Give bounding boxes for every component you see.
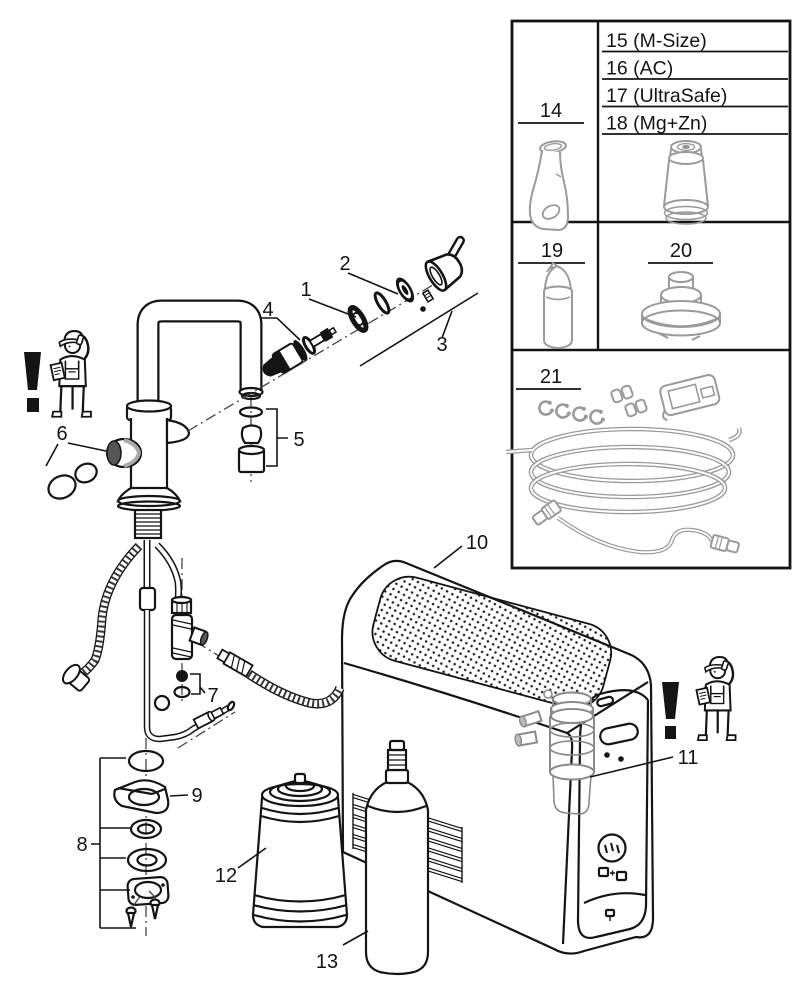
- variant-18: 18 (Mg+Zn): [606, 113, 707, 135]
- handle-part3: [420, 235, 465, 312]
- panel-cell-carafe: 14: [518, 100, 584, 232]
- mounting-stack: [113, 749, 170, 928]
- co2-bottle-art: [543, 261, 573, 350]
- filter-head-art: [641, 271, 721, 341]
- o-ring-part2: [373, 291, 391, 315]
- callout-9: 9: [191, 785, 202, 807]
- under-sink-assembly: [61, 540, 236, 936]
- callout-10: 10: [466, 532, 488, 554]
- callout-13: 13: [316, 951, 338, 973]
- variant-15: 15 (M-Size): [606, 30, 707, 52]
- panel-cell-install-kit: 21: [505, 366, 742, 555]
- kit-cable: [531, 499, 740, 555]
- kit-clips: [538, 400, 605, 425]
- warning-call-installer-left: [24, 329, 93, 418]
- panel-cell-filter-variants: 15 (M-Size) 16 (AC) 17 (UltraSafe) 18 (M…: [602, 30, 788, 225]
- filter-head-on-cooler: [514, 689, 595, 815]
- mounting-plate: [126, 876, 170, 906]
- check-valve-ball: [176, 670, 188, 682]
- stabilizer-wedge-part9: [113, 779, 170, 815]
- panel-cell-filter-head: 20: [641, 240, 721, 341]
- plumber-icon: [695, 655, 737, 742]
- panel-label-21: 21: [540, 366, 562, 388]
- status-light: [596, 695, 615, 708]
- mixer-knob: [105, 437, 143, 469]
- panel-cell-co2: 19: [518, 240, 585, 350]
- plumber-icon: [49, 329, 93, 418]
- filter-cartridge-large: [251, 772, 349, 929]
- kit-bracket: [659, 373, 721, 422]
- callout-1: 1: [300, 279, 311, 301]
- parts-panel: 14 15 (M-Size) 16 (AC) 17 (UltraSafe) 18…: [505, 19, 792, 570]
- callout-8: 8: [76, 834, 87, 856]
- callout-11: 11: [678, 747, 699, 769]
- callout-4: 4: [262, 299, 273, 321]
- cooler-control-panel: [576, 689, 650, 939]
- warning-call-installer-right: [662, 655, 737, 742]
- panel-label-14: 14: [540, 100, 562, 122]
- callout-leaders: [45, 272, 674, 946]
- cooler-supply-hose: [195, 641, 345, 709]
- variant-17: 17 (UltraSafe): [606, 85, 727, 107]
- dispense-button: [599, 722, 639, 746]
- handle-assembly: [187, 235, 465, 432]
- panel-label-20: 20: [670, 240, 692, 262]
- callout-12: 12: [215, 865, 237, 887]
- callout-3: 3: [436, 334, 447, 356]
- kit-hose-coil: [505, 426, 742, 515]
- carafe-art: [528, 140, 570, 232]
- threaded-ring-part2: [395, 277, 415, 303]
- filter-cartridge-art: [663, 140, 709, 225]
- callout-labels: 1 2 3 4 5 6 7 8 9 10 11 12 13: [56, 253, 698, 973]
- co2-bottle-large: [364, 739, 430, 976]
- side-outlet: [165, 418, 191, 445]
- callout-7: 7: [207, 685, 218, 707]
- faucet: [105, 299, 264, 540]
- part5-aerator: [237, 406, 266, 474]
- reset-button: [597, 833, 627, 863]
- callout-2: 2: [339, 253, 350, 275]
- cartridge-part4: [262, 326, 338, 377]
- part6-o-rings: [47, 462, 98, 500]
- cooler-top-grille: [371, 575, 613, 709]
- kit-connectors: [610, 384, 648, 418]
- callout-5: 5: [293, 429, 304, 451]
- variant-16: 16 (AC): [606, 58, 673, 80]
- panel-label-19: 19: [541, 240, 563, 262]
- callout-6: 6: [56, 423, 67, 445]
- screws: [125, 898, 161, 928]
- seal-ring-part1: [347, 305, 369, 333]
